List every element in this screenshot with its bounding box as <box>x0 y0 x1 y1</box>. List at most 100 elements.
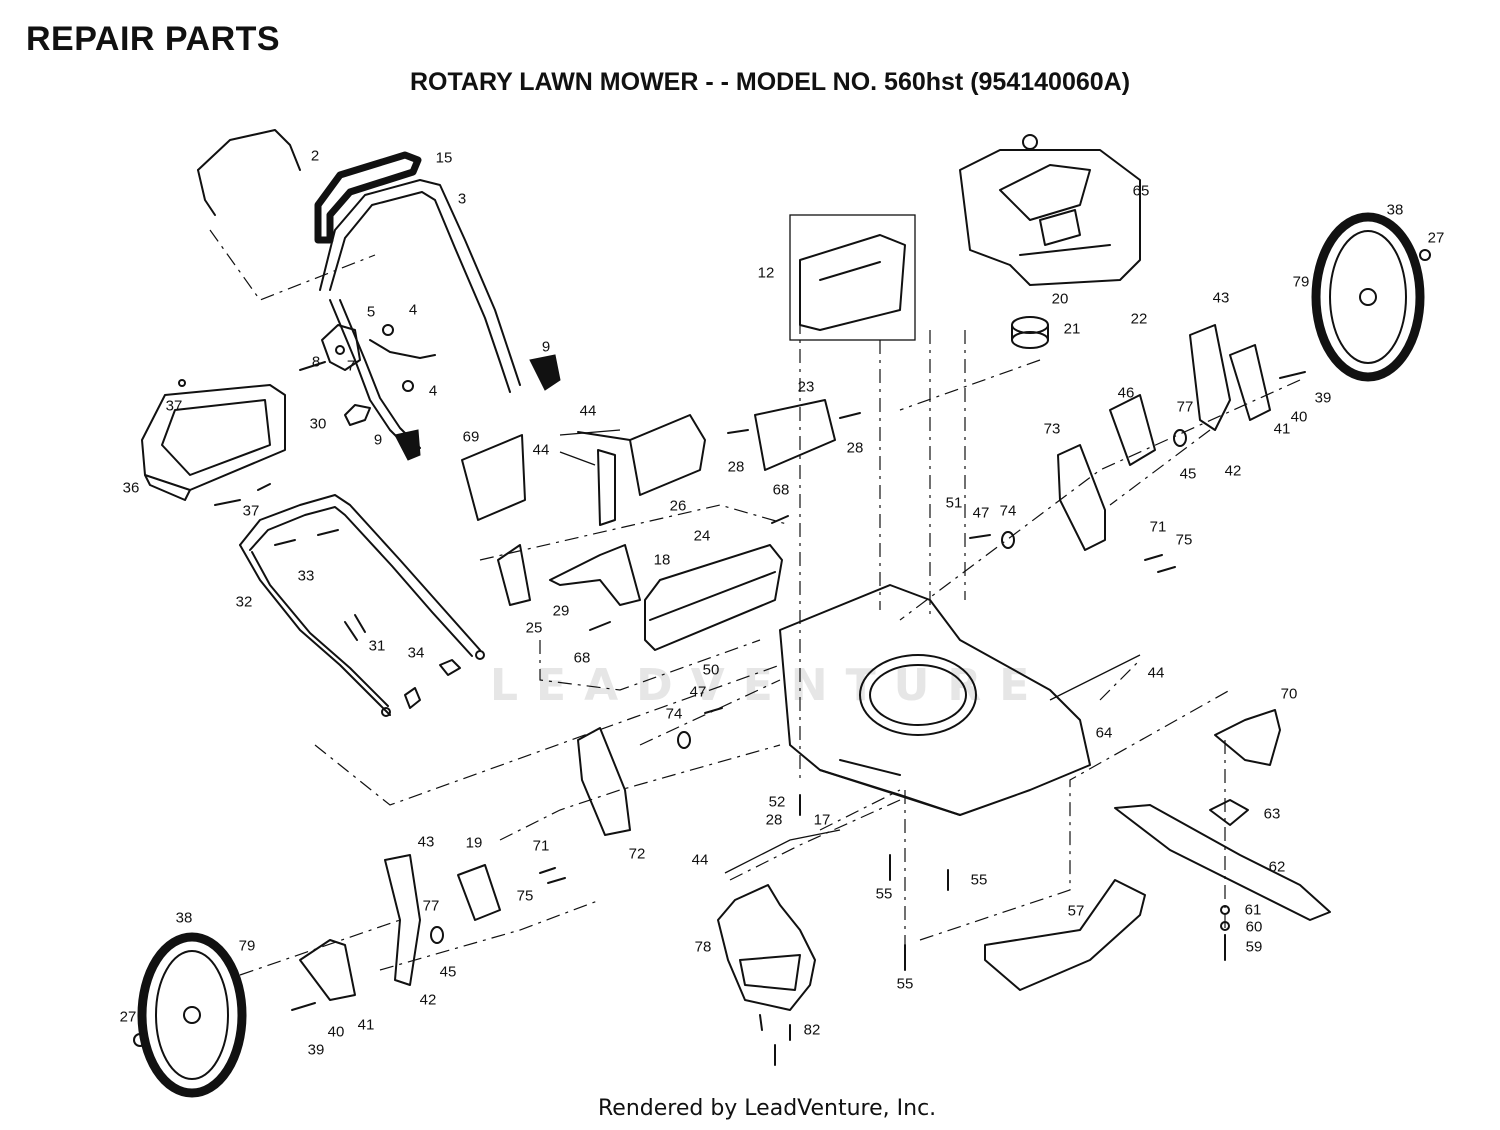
callout-c-27a: 27 <box>1427 229 1445 247</box>
callout-c-7: 7 <box>346 357 356 375</box>
callout-c-62: 62 <box>1268 858 1286 876</box>
callout-c-45a: 45 <box>1179 465 1197 483</box>
callout-c-37b: 37 <box>242 502 260 520</box>
callout-c-44c: 44 <box>1147 664 1165 682</box>
callout-c-55b: 55 <box>970 871 988 889</box>
callout-c-63: 63 <box>1263 805 1281 823</box>
callout-c-69: 69 <box>462 428 480 446</box>
callout-c-2: 2 <box>310 147 320 165</box>
part-height-adjusters <box>577 394 1156 836</box>
callout-c-37a: 37 <box>165 397 183 415</box>
part-baffle <box>984 879 1146 991</box>
part-handle-cover <box>197 129 301 216</box>
callout-c-70: 70 <box>1280 685 1298 703</box>
part-wheel-brackets <box>299 324 1271 1001</box>
part-bolts <box>291 371 1306 1066</box>
callout-c-22: 22 <box>1130 310 1148 328</box>
part-rear-door-panel <box>644 544 783 651</box>
callout-c-55c: 55 <box>896 975 914 993</box>
callout-c-39b: 39 <box>307 1041 325 1059</box>
callout-c-25: 25 <box>525 619 543 637</box>
callout-c-77b: 77 <box>422 897 440 915</box>
page-title: REPAIR PARTS <box>26 20 281 58</box>
callout-c-77a: 77 <box>1176 398 1194 416</box>
part-rear-wheel <box>1311 212 1431 382</box>
part-side-discharge-chute <box>717 884 816 1011</box>
callout-c-28c: 28 <box>765 811 783 829</box>
callout-c-5: 5 <box>366 303 376 321</box>
part-cables <box>559 429 1141 874</box>
callout-c-33: 33 <box>297 567 315 585</box>
callout-c-38a: 38 <box>1386 201 1404 219</box>
part-clips <box>404 659 461 709</box>
callout-c-38b: 38 <box>175 909 193 927</box>
callout-c-61: 61 <box>1244 901 1262 919</box>
part-blade-assembly <box>1114 709 1331 961</box>
callout-c-60: 60 <box>1245 918 1263 936</box>
callout-c-40b: 40 <box>327 1023 345 1041</box>
callout-c-27b: 27 <box>119 1008 137 1026</box>
callout-c-44b: 44 <box>532 441 550 459</box>
callout-c-15: 15 <box>435 149 453 167</box>
part-chute <box>754 399 836 471</box>
part-rear-shield <box>461 434 526 521</box>
callout-c-71a: 71 <box>1149 518 1167 536</box>
callout-c-41a: 41 <box>1273 420 1291 438</box>
callout-c-44d: 44 <box>691 851 709 869</box>
callout-c-3: 3 <box>457 190 467 208</box>
callout-c-74b: 74 <box>665 705 683 723</box>
callout-c-4b: 4 <box>428 382 438 400</box>
callout-c-47b: 47 <box>689 683 707 701</box>
callout-c-55a: 55 <box>875 885 893 903</box>
callout-c-39a: 39 <box>1314 389 1332 407</box>
callout-c-30: 30 <box>309 415 327 433</box>
callout-c-42b: 42 <box>419 991 437 1009</box>
callout-c-41b: 41 <box>357 1016 375 1034</box>
callout-c-64: 64 <box>1095 724 1113 742</box>
callout-c-17: 17 <box>813 811 831 829</box>
part-hinge-rod <box>497 544 641 606</box>
callout-c-18: 18 <box>653 551 671 569</box>
callout-c-68b: 68 <box>573 649 591 667</box>
callout-c-45b: 45 <box>439 963 457 981</box>
callout-c-71b: 71 <box>532 837 550 855</box>
callout-c-20: 20 <box>1051 290 1069 308</box>
callout-c-12: 12 <box>757 264 775 282</box>
callout-c-44a: 44 <box>579 402 597 420</box>
callout-c-59: 59 <box>1245 938 1263 956</box>
callout-c-23: 23 <box>797 378 815 396</box>
callout-c-57: 57 <box>1067 902 1085 920</box>
callout-c-68a: 68 <box>772 481 790 499</box>
callout-c-40a: 40 <box>1290 408 1308 426</box>
callout-c-79b: 79 <box>238 937 256 955</box>
part-lower-handle <box>239 494 485 717</box>
callout-c-21: 21 <box>1063 320 1081 338</box>
callout-c-9a: 9 <box>541 338 551 356</box>
callout-c-78: 78 <box>694 938 712 956</box>
callout-c-4a: 4 <box>408 301 418 319</box>
callout-c-75a: 75 <box>1175 531 1193 549</box>
callout-c-43b: 43 <box>417 833 435 851</box>
callout-c-47a: 47 <box>972 504 990 522</box>
part-mulch-plug <box>789 214 916 341</box>
part-pulley <box>1011 316 1049 349</box>
diagram-subtitle: ROTARY LAWN MOWER - - MODEL NO. 560hst (… <box>410 68 1131 96</box>
part-engine <box>959 134 1141 286</box>
callout-c-50: 50 <box>702 661 720 679</box>
callout-c-19: 19 <box>465 834 483 852</box>
callout-c-75b: 75 <box>516 887 534 905</box>
callout-c-72: 72 <box>628 845 646 863</box>
callout-c-73: 73 <box>1043 420 1061 438</box>
callout-c-8: 8 <box>311 353 321 371</box>
part-grass-bag-top <box>141 379 286 506</box>
callout-c-28a: 28 <box>727 458 745 476</box>
callout-c-24: 24 <box>693 527 711 545</box>
callout-c-43a: 43 <box>1212 289 1230 307</box>
callout-c-36: 36 <box>122 479 140 497</box>
assembly-lines <box>209 229 1301 976</box>
part-handle-brackets <box>299 324 561 461</box>
callout-c-26: 26 <box>669 497 687 515</box>
callout-c-65: 65 <box>1132 182 1150 200</box>
callout-c-9b: 9 <box>373 431 383 449</box>
